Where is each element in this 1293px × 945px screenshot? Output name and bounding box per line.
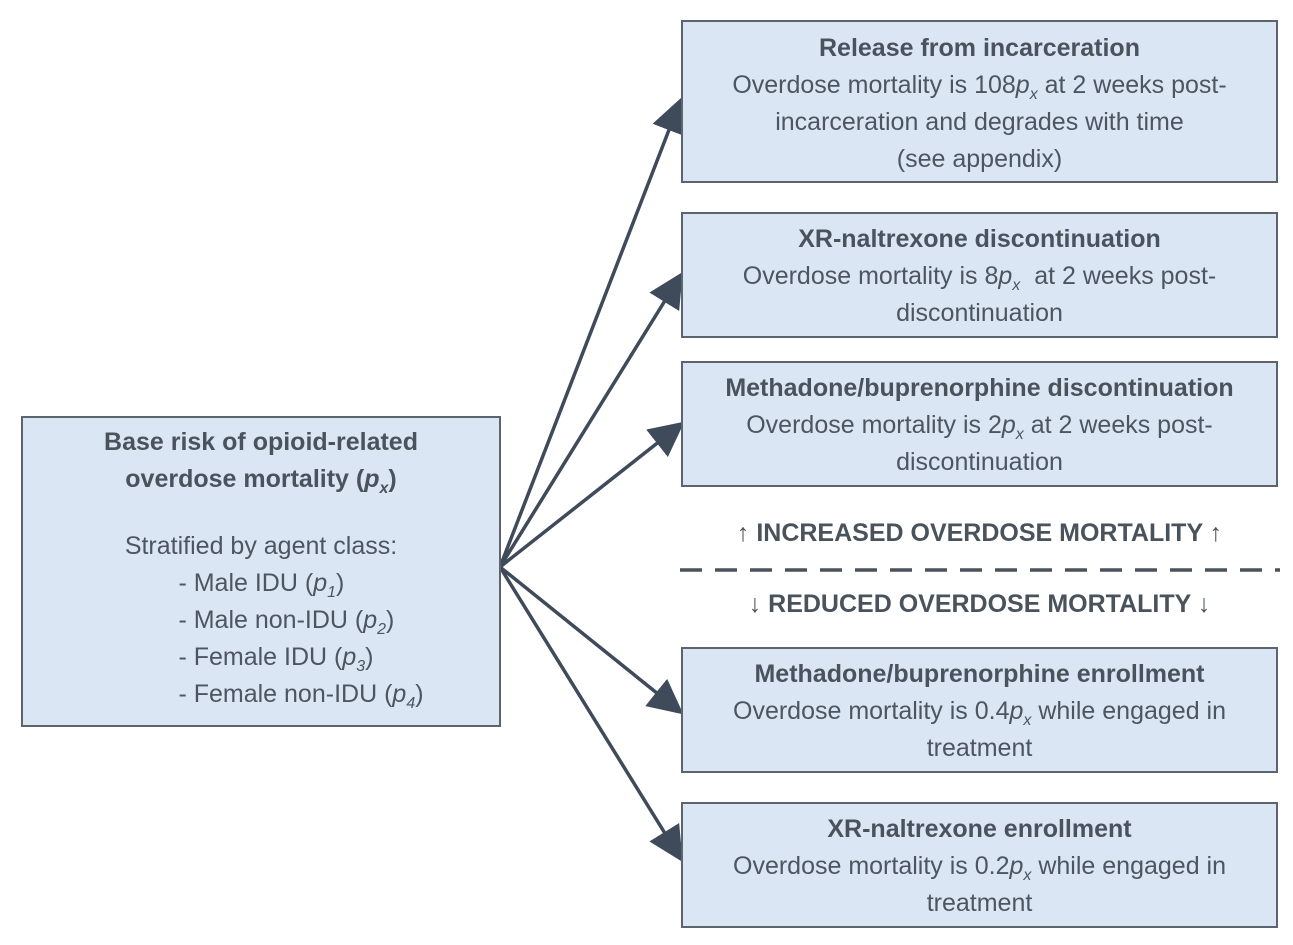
stratified-label: Stratified by agent class: (124, 532, 398, 560)
xr-enrollment-mortality-text: Overdose mortality is 0.2px while engage… (733, 852, 1226, 884)
arrow-to-methadone-enrollment (498, 565, 684, 715)
reduced-mortality-text: REDUCED OVERDOSE MORTALITY (768, 590, 1191, 618)
reduced-mortality-label: ↓ REDUCED OVERDOSE MORTALITY ↓ (681, 590, 1278, 619)
agent-class-item: - Male IDU (p1) (178, 569, 345, 601)
methadone-discontinuation-title: Methadone/buprenorphine discontinuation (725, 374, 1234, 402)
methadone-enrollment-mortality-text: Overdose mortality is 0.4px while engage… (733, 697, 1226, 729)
xr-naltrexone-enrollment-box: XR-naltrexone enrollment Overdose mortal… (681, 802, 1278, 928)
base-risk-title-line1: Base risk of opioid-related (104, 428, 418, 456)
increased-mortality-text: INCREASED OVERDOSE MORTALITY (756, 519, 1203, 547)
agent-class-list: - Male IDU (p1) - Male non-IDU (p2) - Fe… (178, 565, 423, 713)
agent-class-item: - Male non-IDU (p2) (178, 606, 395, 638)
release-from-incarceration-box: Release from incarceration Overdose mort… (681, 20, 1278, 183)
xr-enrollment-detail: treatment (926, 889, 1033, 917)
xr-discontinuation-detail: discontinuation (896, 299, 1063, 327)
xr-enrollment-title: XR-naltrexone enrollment (827, 815, 1132, 843)
up-arrow-icon: ↑ (1209, 519, 1223, 547)
release-title: Release from incarceration (819, 34, 1140, 62)
release-appendix-note: (see appendix) (896, 145, 1063, 173)
xr-naltrexone-discontinuation-box: XR-naltrexone discontinuation Overdose m… (681, 212, 1278, 338)
increased-mortality-label: ↑ INCREASED OVERDOSE MORTALITY ↑ (681, 519, 1278, 548)
release-mortality-text: Overdose mortality is 108px at 2 weeks p… (732, 71, 1227, 103)
up-arrow-icon: ↑ (736, 519, 750, 547)
down-arrow-icon: ↓ (748, 590, 762, 618)
arrow-to-methadone-discontinuation (498, 421, 685, 569)
methadone-discontinuation-box: Methadone/buprenorphine discontinuation … (681, 361, 1278, 487)
down-arrow-icon: ↓ (1197, 590, 1211, 618)
release-detail-line: incarceration and degrades with time (775, 108, 1184, 136)
methadone-discontinuation-detail: discontinuation (896, 448, 1063, 476)
arrow-to-release (498, 97, 686, 568)
base-risk-box: Base risk of opioid-related overdose mor… (21, 416, 501, 727)
methadone-enrollment-box: Methadone/buprenorphine enrollment Overd… (681, 647, 1278, 773)
methadone-enrollment-detail: treatment (926, 734, 1033, 762)
agent-class-item: - Female IDU (p3) (178, 643, 374, 675)
arrow-to-xr-discontinuation (498, 272, 683, 568)
base-risk-title-line2: overdose mortality (px) (125, 465, 397, 497)
xr-discontinuation-mortality-text: Overdose mortality is 8px at 2 weeks pos… (742, 262, 1217, 294)
methadone-enrollment-title: Methadone/buprenorphine enrollment (754, 660, 1205, 688)
methadone-discontinuation-mortality-text: Overdose mortality is 2px at 2 weeks pos… (746, 411, 1213, 443)
agent-class-item: - Female non-IDU (p4) (178, 680, 424, 712)
xr-discontinuation-title: XR-naltrexone discontinuation (798, 225, 1161, 253)
arrow-to-xr-enrollment (498, 566, 683, 862)
